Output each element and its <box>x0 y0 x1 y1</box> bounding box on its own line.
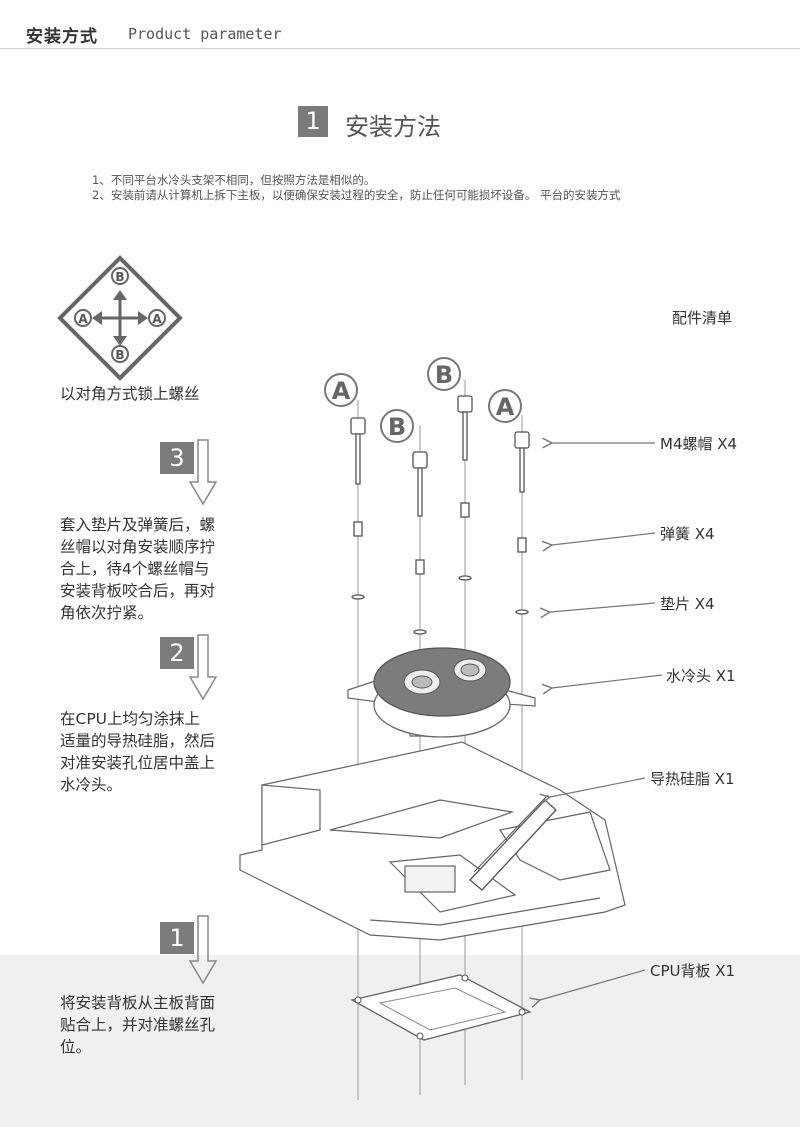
diagram-label-a-right: A <box>152 312 162 326</box>
accessory-cpu-backplate: CPU背板 X1 <box>650 962 736 980</box>
step-2-line: 在CPU上均匀涂抹上 <box>60 710 201 728</box>
diagram-label-a-left: A <box>78 312 88 326</box>
accessory-washer: 垫片 X4 <box>660 595 715 613</box>
screw-label-a-1: A <box>332 377 351 405</box>
screw-labels: A B B A <box>324 357 522 443</box>
header-subtitle: Product parameter <box>128 25 282 43</box>
diagram-label-b-top: B <box>115 270 124 284</box>
diagram-label-b-bottom: B <box>115 348 124 362</box>
cpu-backplate-drawing <box>350 974 532 1041</box>
screws-springs-washers <box>350 395 530 635</box>
step-3-number-badge: 3 <box>160 442 194 474</box>
screw-label-a-2: A <box>496 393 515 421</box>
accessory-list-title: 配件清单 <box>672 309 733 327</box>
diagonal-caption: 以对角方式锁上螺丝 <box>60 385 200 403</box>
step3-arrow-icon <box>188 439 218 506</box>
accessory-callout-arrows <box>540 443 663 1000</box>
step-3-line: 角依次拧紧。 <box>60 604 154 622</box>
header-title: 安装方式 <box>26 27 98 47</box>
step-2-number-badge: 2 <box>160 637 194 669</box>
screw-label-b-2: B <box>435 361 453 389</box>
diagonal-order-diagram: B B A A <box>57 255 183 381</box>
step-1-line: 位。 <box>60 1038 92 1056</box>
step-1-number-badge: 1 <box>160 922 194 954</box>
step-2-line: 适量的导热硅脂，然后 <box>60 732 216 750</box>
step-3-line: 安装背板咬合后，再对 <box>60 582 216 600</box>
step-1-line: 贴合上，并对准螺丝孔 <box>60 1016 216 1034</box>
step-3-text: 套入垫片及弹簧后，螺 丝帽以对角安装顺序拧 合上，待4个螺丝帽与 安装背板咬合后… <box>60 514 250 624</box>
accessory-water-block: 水冷头 X1 <box>666 667 736 685</box>
step-arrows <box>188 439 218 985</box>
accessory-m4-nut: M4螺帽 X4 <box>660 435 738 453</box>
step-2-line: 水冷头。 <box>60 776 123 794</box>
section-number-badge: 1 <box>298 106 328 137</box>
step-2-text: 在CPU上均匀涂抹上 适量的导热硅脂，然后 对准安装孔位居中盖上 水冷头。 <box>60 708 250 796</box>
step1-arrow-icon <box>188 915 218 985</box>
accessory-spring: 弹簧 X4 <box>660 525 715 543</box>
accessory-thermal-paste: 导热硅脂 X1 <box>650 770 735 788</box>
step2-arrow-icon <box>188 634 218 701</box>
step-1-text: 将安装背板从主板背面 贴合上，并对准螺丝孔 位。 <box>60 992 250 1058</box>
step-3-line: 丝帽以对角安装顺序拧 <box>60 538 216 556</box>
bottom-background-band <box>0 955 800 1127</box>
note-2: 2、安装前请从计算机上拆下主板，以便确保安装过程的安全，防止任何可能损坏设备。 … <box>92 188 621 202</box>
thermal-paste-syringe <box>469 794 557 891</box>
note-1: 1、不同平台水冷头支架不相同，但按照方法是相似的。 <box>92 173 376 187</box>
header-divider <box>0 48 800 49</box>
screw-label-b-1: B <box>388 413 406 441</box>
water-block-drawing <box>347 647 536 738</box>
motherboard-drawing <box>239 741 626 941</box>
step-3-line: 套入垫片及弹簧后，螺 <box>60 516 216 534</box>
section-title: 安装方法 <box>345 113 441 141</box>
step-3-line: 合上，待4个螺丝帽与 <box>60 560 210 578</box>
step-1-line: 将安装背板从主板背面 <box>60 994 216 1012</box>
step-2-line: 对准安装孔位居中盖上 <box>60 754 216 772</box>
